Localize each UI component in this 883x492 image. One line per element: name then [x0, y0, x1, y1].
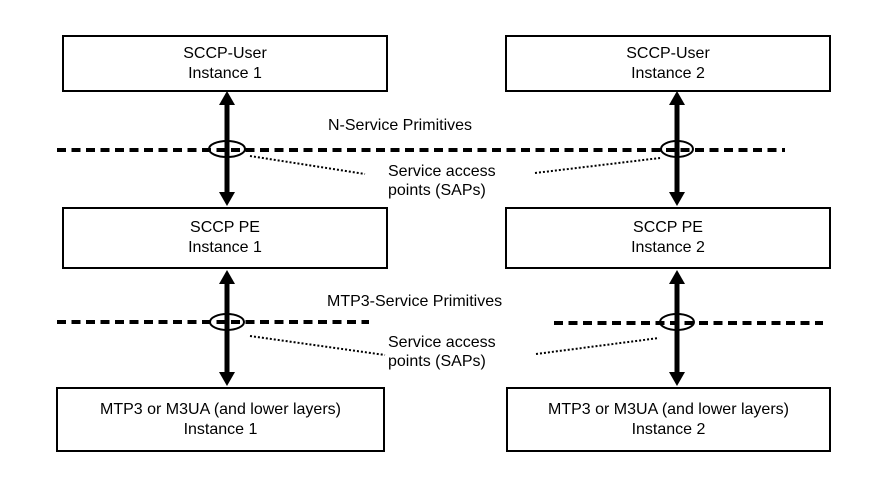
- box-mtp3-instance-1: MTP3 or M3UA (and lower layers) Instance…: [56, 387, 385, 452]
- sap-ellipse-icon-lower-right: [659, 313, 695, 331]
- label-sap-lower: Service access points (SAPs): [388, 333, 496, 371]
- leader-line-lower-left: [249, 335, 386, 356]
- label-sap-lower-line2: points (SAPs): [388, 353, 486, 370]
- box-title: SCCP-User: [626, 44, 710, 62]
- box-title: MTP3 or M3UA (and lower layers): [100, 400, 341, 418]
- box-sccp-pe-instance-2: SCCP PE Instance 2: [505, 207, 831, 269]
- box-mtp3-instance-2: MTP3 or M3UA (and lower layers) Instance…: [506, 387, 831, 452]
- label-n-service-primitives: N-Service Primitives: [328, 117, 473, 134]
- box-subtitle: Instance 1: [188, 64, 262, 82]
- leader-line-upper-right: [534, 157, 661, 174]
- label-sap-upper-line1: Service access: [388, 163, 496, 180]
- double-arrow-upper-right: [669, 91, 685, 206]
- leader-line-lower-right: [535, 337, 660, 355]
- label-sap-upper: Service access points (SAPs): [388, 162, 496, 200]
- box-title: SCCP PE: [190, 219, 260, 236]
- box-title: SCCP-User: [183, 44, 267, 62]
- box-subtitle: Instance 2: [631, 239, 705, 256]
- box-title: MTP3 or M3UA (and lower layers): [548, 400, 789, 418]
- double-arrow-upper-left: [219, 91, 235, 206]
- sap-ellipse-icon-upper-left: [208, 140, 246, 158]
- box-subtitle: Instance 2: [631, 420, 706, 438]
- box-title: SCCP PE: [633, 219, 703, 236]
- box-subtitle: Instance 1: [183, 420, 258, 438]
- leader-line-upper-left: [249, 155, 366, 175]
- label-sap-lower-line1: Service access: [388, 334, 496, 351]
- box-sccp-user-instance-2: SCCP-User Instance 2: [505, 35, 831, 92]
- label-sap-upper-line2: points (SAPs): [388, 182, 486, 199]
- box-subtitle: Instance 1: [188, 239, 262, 256]
- sap-ellipse-icon-lower-left: [209, 313, 245, 331]
- box-sccp-pe-instance-1: SCCP PE Instance 1: [62, 207, 388, 269]
- label-mtp3-service-primitives: MTP3-Service Primitives: [327, 293, 503, 310]
- box-subtitle: Instance 2: [631, 64, 705, 82]
- sap-ellipse-icon-upper-right: [660, 140, 694, 158]
- double-arrow-lower-right: [669, 270, 685, 386]
- box-sccp-user-instance-1: SCCP-User Instance 1: [62, 35, 388, 92]
- double-arrow-lower-left: [219, 270, 235, 386]
